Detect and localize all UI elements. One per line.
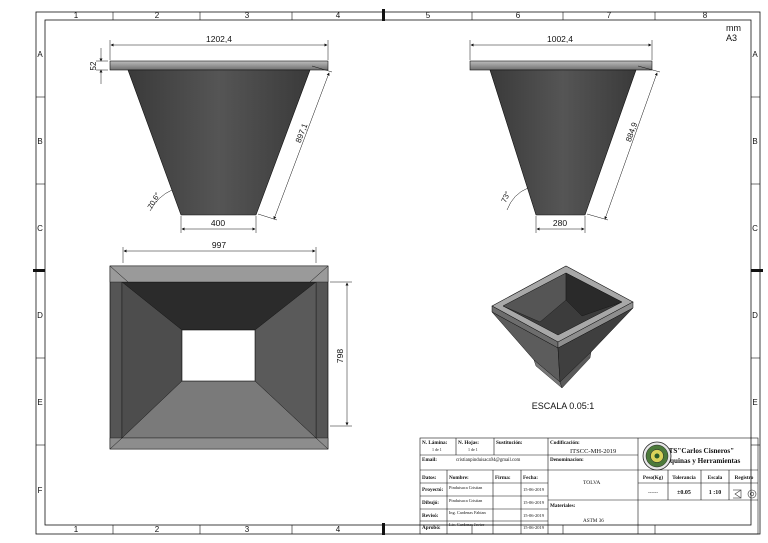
col-label: 7 [607, 11, 612, 20]
tb-row-name: Ing. Cardenas Fabian [449, 510, 486, 515]
dim-front-bottom: 400 [211, 218, 225, 228]
tb-registro-label: Registro [735, 475, 754, 481]
dim-plan-height: 798 [335, 349, 345, 363]
tb-row-label: Aprobó: [422, 525, 441, 531]
sheet-size-label: A3 [726, 33, 737, 43]
tb-row-label: Dibujó: [422, 500, 439, 506]
plan-view: 997 798 [109, 240, 352, 450]
tb-row-name: Pinduisaca Cristian [449, 498, 483, 503]
tb-row-name: Lic. Cardenas Javier [449, 522, 485, 527]
front-view: 1202,4 52 897,1 70,6° 400 [89, 34, 333, 233]
row-label-right: C [752, 224, 758, 233]
col-label-bottom: 2 [155, 525, 160, 534]
tb-codificacion-label: Codificación: [550, 440, 580, 446]
dim-front-top: 1202,4 [206, 34, 232, 44]
institution-logo [642, 441, 672, 471]
tb-peso-value: ------ [648, 491, 658, 496]
tb-escala-label: Escala [708, 475, 723, 481]
center-marks [33, 9, 763, 535]
tb-tolerancia-value: ±0.05 [677, 490, 691, 496]
dim-side-top: 1002,4 [547, 34, 573, 44]
tb-institution-name: ITS"Carlos Cisneros" [666, 447, 734, 455]
row-label: D [37, 311, 43, 320]
tb-col-datos: Datos: [422, 475, 437, 481]
side-view: 1002,4 884,9 73° 280 [469, 34, 661, 233]
zone-ticks [36, 12, 760, 534]
row-label-right: B [752, 137, 757, 146]
row-label: B [37, 137, 42, 146]
tb-lamina-value: 1 de 1 [432, 447, 442, 452]
tb-col-nombre: Nombre: [449, 475, 469, 481]
col-label: 3 [245, 11, 250, 20]
tb-material-label: Materiales: [550, 503, 576, 509]
dim-side-bottom: 280 [553, 218, 567, 228]
tb-col-fecha: Fecha: [523, 475, 538, 481]
row-label-right: A [752, 50, 758, 59]
scale-note: ESCALA 0.05:1 [532, 401, 595, 411]
dim-front-slant: 897,1 [294, 122, 310, 144]
tb-hojas-value: 1 de 1 [468, 447, 478, 452]
col-label-bottom: 4 [336, 525, 341, 534]
col-label: 5 [426, 11, 431, 20]
row-label: A [37, 50, 43, 59]
col-label-bottom: 3 [245, 525, 250, 534]
tb-row-date: 15-06-2019 [523, 513, 545, 518]
tb-row-date: 15-06-2019 [523, 487, 545, 492]
tb-codificacion-value: ITSCC-MH-2019 [570, 448, 616, 455]
outer-border [35, 11, 761, 535]
col-label: 6 [516, 11, 521, 20]
tb-email-label: Email: [422, 457, 437, 463]
dim-plan-width: 997 [212, 240, 226, 250]
col-label: 8 [703, 11, 708, 20]
tb-peso-label: Peso(Kg) [643, 474, 663, 481]
tb-email-value: cristianpinduisaca94@gmail.com [456, 458, 520, 463]
projection-symbol-icon [733, 489, 757, 499]
tb-tolerancia-label: Tolerancia [672, 475, 696, 481]
col-label: 2 [155, 11, 160, 20]
row-label: F [38, 486, 43, 495]
tb-denominacion-label: Denominacion: [550, 457, 584, 463]
tb-row-label: Proyectó: [422, 487, 443, 493]
dim-front-angle: 70,6° [146, 191, 163, 211]
tb-lamina-label: N. Lámina: [422, 440, 448, 446]
tb-escala-value: 1 :10 [709, 490, 722, 496]
inner-border [44, 19, 752, 526]
col-label: 4 [336, 11, 341, 20]
row-label-right: D [752, 311, 758, 320]
row-label: E [37, 398, 42, 407]
tb-col-firma: Firma: [495, 475, 511, 481]
dim-side-angle: 73° [499, 190, 512, 204]
row-label-right: E [752, 398, 757, 407]
row-label: C [37, 224, 43, 233]
tb-row-label: Revisó: [422, 513, 439, 519]
tb-material-value: ASTM 36 [583, 518, 604, 524]
tb-row-date: 15-06-2019 [523, 500, 545, 505]
tb-row-date: 15-06-2019 [523, 525, 545, 530]
dim-side-slant: 884,9 [624, 121, 639, 143]
tb-row-name: Pinduisaca Cristian [449, 485, 483, 490]
col-label: 1 [74, 11, 79, 20]
tb-sustitucion-label: Sustitución: [496, 440, 523, 446]
tb-institution-dept: Máquinas y Herramientas [660, 457, 741, 465]
tb-denominacion-value: TOLVA [583, 480, 600, 486]
isometric-view [491, 265, 634, 389]
dim-front-thickness: 52 [89, 61, 98, 70]
col-label-bottom: 1 [74, 525, 79, 534]
units-label: mm [726, 23, 741, 33]
tb-hojas-label: N. Hojas: [458, 440, 479, 446]
